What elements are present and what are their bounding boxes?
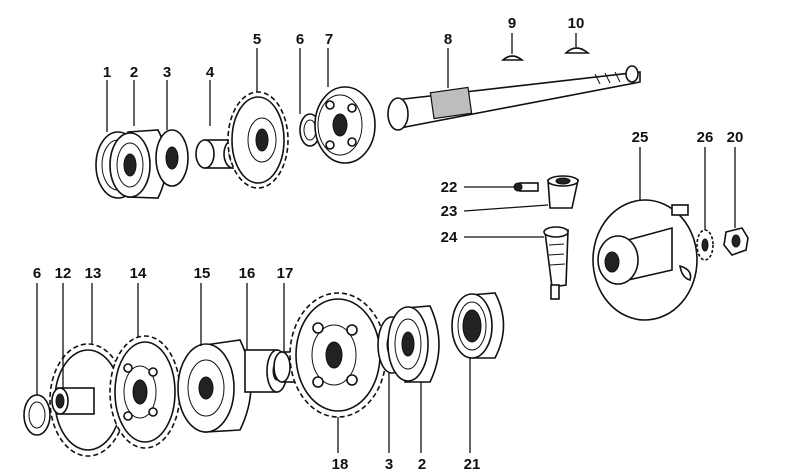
leader-lines [36, 33, 736, 453]
part-21-seal [451, 292, 505, 359]
part-22-screw [513, 182, 539, 192]
callout-20: 20 [727, 129, 744, 146]
part-2b-bearing [387, 305, 440, 383]
part-15-hub [177, 339, 252, 433]
callout-5: 5 [253, 31, 261, 48]
callout-15: 15 [194, 265, 211, 282]
callout-4: 4 [206, 64, 215, 81]
callout-13: 13 [85, 265, 102, 282]
callout-17: 17 [277, 265, 294, 282]
part-18-gear [289, 292, 387, 418]
part-10-key [564, 47, 591, 54]
part-25-plate [592, 199, 698, 321]
callout-12: 12 [55, 265, 72, 282]
callout-25: 25 [632, 129, 649, 146]
part-5-gear [227, 91, 289, 189]
callout-6-lower: 6 [33, 265, 41, 282]
part-9-key [500, 55, 525, 61]
callout-16: 16 [239, 265, 256, 282]
callout-9: 9 [508, 15, 516, 32]
part-7-hub [314, 86, 376, 164]
part-23-bushing [547, 175, 579, 209]
callout-1: 1 [103, 64, 111, 81]
part-6b-ring [23, 394, 51, 436]
callout-3-lower: 3 [385, 456, 393, 473]
part-8-shaft [387, 65, 641, 131]
callout-18: 18 [332, 456, 349, 473]
part-24-pinion [543, 226, 569, 300]
callout-2: 2 [130, 64, 138, 81]
part-13-gear [49, 343, 127, 457]
part-20-nut [723, 227, 749, 256]
part-14-gear [109, 335, 181, 449]
callout-24: 24 [441, 229, 458, 246]
callout-labels: 1 2 3 4 5 6 7 8 9 10 25 26 20 22 23 24 6… [33, 15, 744, 473]
callout-22: 22 [441, 179, 458, 196]
part-3-washer [155, 129, 189, 187]
callout-10: 10 [568, 15, 585, 32]
callout-23: 23 [441, 203, 458, 220]
callout-8: 8 [444, 31, 452, 48]
callout-21: 21 [464, 456, 481, 473]
part-26-washer [696, 229, 714, 261]
callout-2-lower: 2 [418, 456, 426, 473]
callout-7: 7 [325, 31, 333, 48]
callout-3: 3 [163, 64, 171, 81]
callout-14: 14 [130, 265, 147, 282]
callout-26: 26 [697, 129, 714, 146]
callout-6: 6 [296, 31, 304, 48]
